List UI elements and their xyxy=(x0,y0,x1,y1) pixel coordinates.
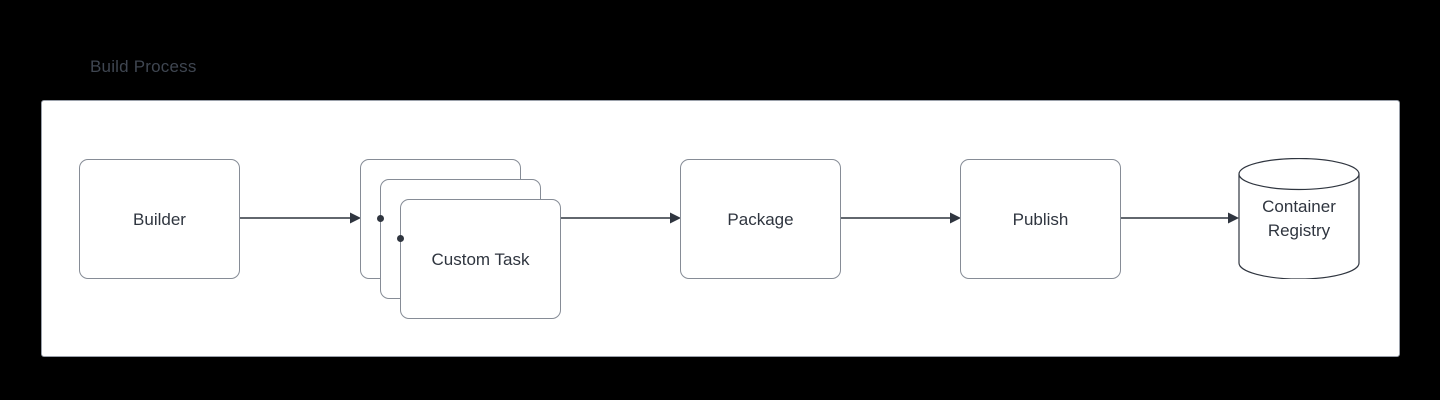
node-container-registry-label: Container Registry xyxy=(1238,158,1360,279)
node-custom-task-label: Custom Task xyxy=(431,249,530,269)
node-publish[interactable]: Publish xyxy=(960,159,1121,279)
container-registry-label-line2: Registry xyxy=(1267,220,1331,240)
connector-publish-to-container-registry xyxy=(1121,211,1239,225)
connector-builder-to-custom-task xyxy=(240,211,361,225)
node-publish-label: Publish xyxy=(1012,209,1069,229)
custom-task-port-icon-1 xyxy=(377,215,384,222)
node-builder-label: Builder xyxy=(133,209,186,229)
container-registry-label-line1: Container xyxy=(1262,196,1336,216)
node-container-registry[interactable]: Container Registry xyxy=(1238,158,1360,279)
node-package[interactable]: Package xyxy=(680,159,841,279)
diagram-title: Build Process xyxy=(90,57,197,76)
custom-task-port-icon-2 xyxy=(397,235,404,242)
node-builder[interactable]: Builder xyxy=(79,159,240,279)
node-custom-task-stack[interactable]: Custom Task xyxy=(360,159,561,320)
cylinder-icon xyxy=(1238,158,1360,279)
custom-task-card-front[interactable]: Custom Task xyxy=(400,199,561,319)
node-package-label: Package xyxy=(727,209,794,229)
connector-package-to-publish xyxy=(841,211,961,225)
connector-custom-task-to-package xyxy=(560,211,681,225)
